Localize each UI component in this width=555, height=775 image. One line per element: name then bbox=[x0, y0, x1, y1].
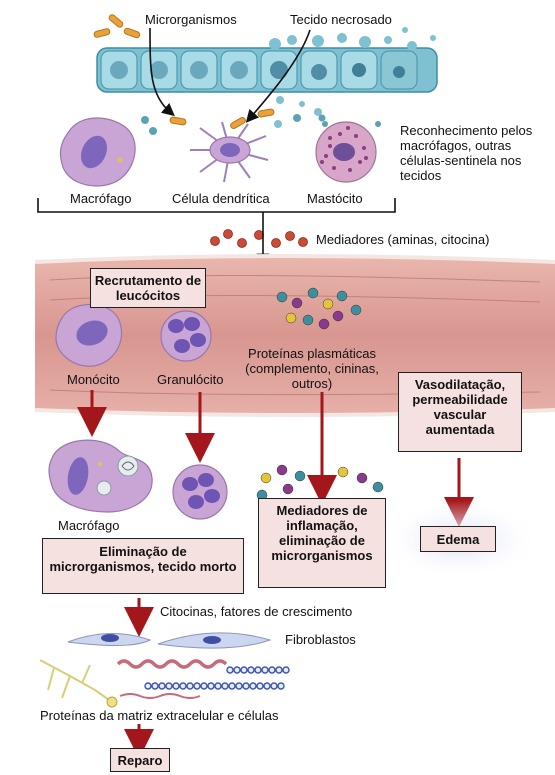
mast-cell bbox=[315, 121, 377, 183]
epithelium-row bbox=[96, 27, 438, 128]
macrophage-top-cell bbox=[59, 117, 136, 187]
box-vasodilation: Vasodilatação, permeabilidade vascular a… bbox=[398, 372, 522, 452]
monocyte-cell bbox=[55, 304, 123, 367]
macrophage-bottom-cell bbox=[48, 439, 153, 513]
box-recruitment: Recrutamento de leucócitos bbox=[90, 268, 206, 308]
microorganisms-rods bbox=[93, 14, 275, 129]
red-arrows bbox=[77, 390, 474, 759]
dots-near-mast bbox=[318, 114, 381, 127]
granulocyte-bottom-cell bbox=[172, 464, 228, 520]
label-necrotic-tissue: Tecido necrosado bbox=[290, 12, 392, 27]
label-monocyte: Monócito bbox=[67, 372, 120, 387]
mediator-dots bbox=[210, 229, 308, 248]
label-cytokines: Citocinas, fatores de crescimento bbox=[160, 604, 353, 619]
label-plasma-proteins: Proteínas plasmáticas (complemento, cini… bbox=[245, 346, 379, 391]
fibroblasts bbox=[67, 632, 272, 649]
label-fibroblasts: Fibroblastos bbox=[285, 632, 356, 647]
sentinel-bracket bbox=[37, 198, 396, 222]
box-inflammation-mediators: Mediadores de inflamação, eliminação de … bbox=[258, 498, 386, 588]
extracellular-matrix bbox=[39, 659, 290, 708]
plasma-protein-dots bbox=[276, 287, 362, 330]
box-repair: Reparo bbox=[110, 748, 170, 772]
label-macrophage-bottom: Macrófago bbox=[58, 518, 120, 533]
box-edema: Edema bbox=[420, 526, 496, 552]
label-matrix-proteins: Proteínas da matriz extracelular e célul… bbox=[40, 708, 279, 723]
label-mediators: Mediadores (aminas, citocina) bbox=[316, 232, 490, 247]
label-macrophage-top: Macrófago bbox=[70, 191, 132, 206]
label-granulocyte: Granulócito bbox=[157, 372, 224, 387]
mediator-protein-dots bbox=[256, 464, 384, 501]
box-elimination: Eliminação de microrganismos, tecido mor… bbox=[42, 538, 244, 594]
granulocyte-cell bbox=[160, 310, 212, 362]
label-mast-cell: Mastócito bbox=[307, 191, 363, 206]
black-arrows bbox=[149, 27, 311, 123]
label-microorganisms: Microrganismos bbox=[145, 12, 237, 27]
dendritic-cell bbox=[190, 121, 269, 183]
label-dendritic-cell: Célula dendrítica bbox=[172, 191, 270, 206]
microbe-dots bbox=[141, 114, 328, 135]
label-recognition: Reconhecimento pelos macrófagos, outras … bbox=[400, 123, 533, 183]
